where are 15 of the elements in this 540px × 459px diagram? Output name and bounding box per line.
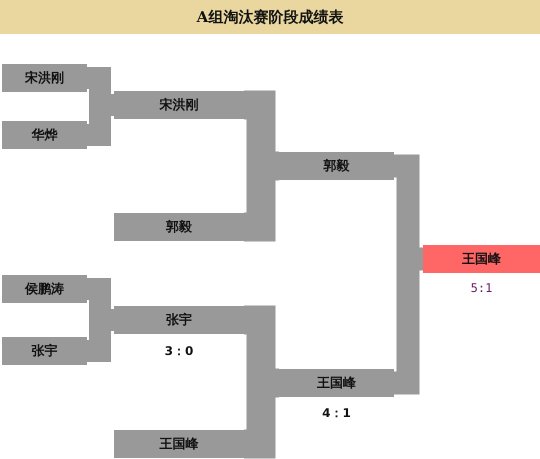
match-score: 4：1 [321, 405, 352, 422]
champion-name-box: 王国峰 [423, 245, 540, 273]
player-name-box: 郭毅 [279, 152, 394, 180]
player-name-box: 王国峰 [114, 430, 244, 458]
player-name-box: 华烨 [2, 121, 87, 149]
player-name-box: 郭毅 [114, 213, 244, 241]
player-name-box: 宋洪刚 [114, 91, 244, 119]
match-score: 3：0 [164, 343, 194, 360]
player-name-box: 张宇 [114, 306, 244, 334]
player-name-box: 侯鹏涛 [2, 275, 87, 303]
title-banner: A组淘汰赛阶段成绩表 [0, 0, 540, 34]
player-name-box: 张宇 [2, 337, 87, 365]
player-name-box: 宋洪刚 [2, 64, 87, 92]
match-score: 5:1 [470, 281, 494, 295]
player-name-box: 王国峰 [279, 369, 394, 397]
